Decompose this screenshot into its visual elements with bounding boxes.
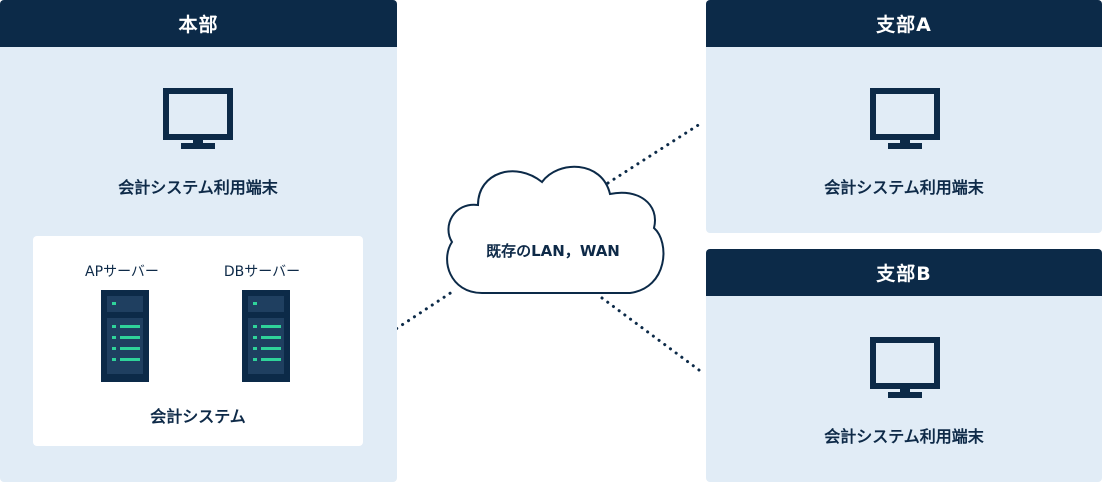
branch-b-title: 支部B [706,249,1102,296]
headquarters-panel: 本部 会計システム利用端末 APサーバー DBサーバー [0,0,397,482]
cloud-icon [446,165,665,294]
accounting-system-box: APサーバー DBサーバー 会計システム [33,236,363,446]
branch-a-terminal-label: 会計システム利用端末 [824,178,984,197]
server-icon [242,290,290,382]
headquarters-title: 本部 [0,0,397,47]
network-label: 既存のLAN，WAN [486,242,620,260]
db-server-label: DBサーバー [223,264,301,280]
accounting-system-label: 会計システム [150,407,246,426]
branch-b-terminal-label: 会計システム利用端末 [824,427,984,446]
monitor-icon [870,88,940,149]
monitor-icon [163,88,233,149]
branch-a-panel: 支部A 会計システム利用端末 [706,0,1102,233]
connector-network-to-branch-a [606,120,705,185]
branch-b-panel: 支部B 会計システム利用端末 [706,249,1102,482]
ap-server-label: APサーバー [85,264,159,280]
branch-a-title: 支部A [706,0,1102,47]
hq-terminal-label: 会計システム利用端末 [118,178,278,197]
monitor-icon [870,337,940,398]
connector-network-to-branch-b [600,296,705,375]
server-icon [101,290,149,382]
